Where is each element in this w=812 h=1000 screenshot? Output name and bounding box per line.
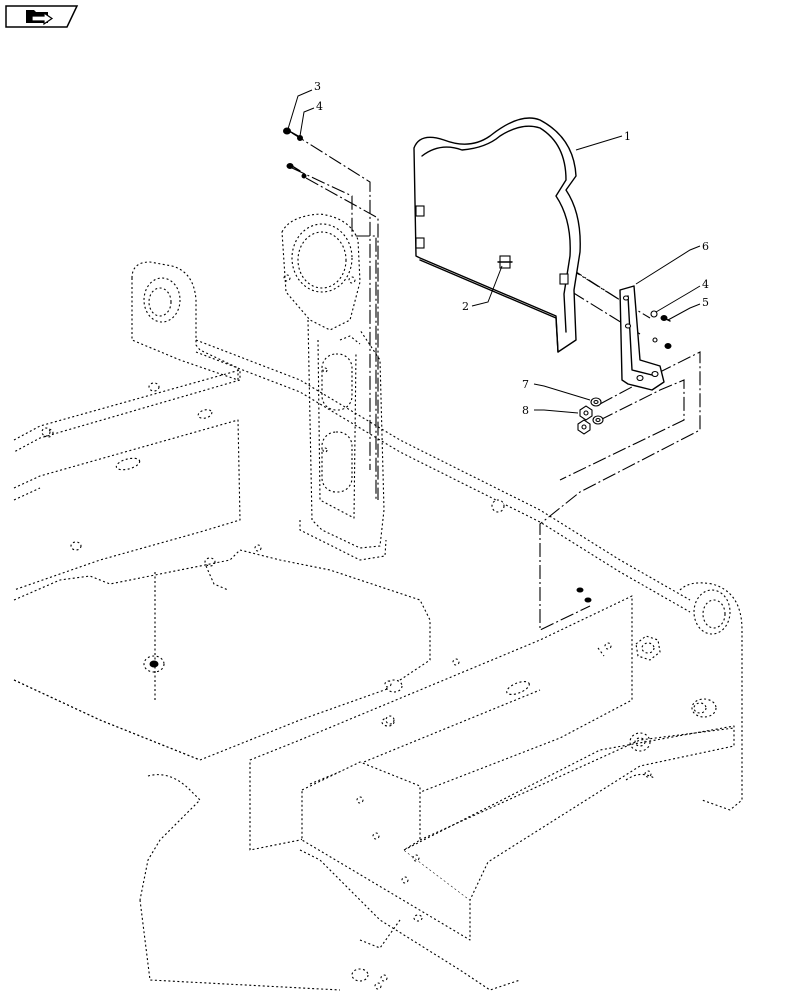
callout-6: 6 — [702, 240, 709, 253]
callout-4-right: 4 — [702, 278, 709, 291]
part-6-bracket — [619, 285, 665, 391]
assembly-centerlines — [291, 132, 701, 631]
part-1-shield — [413, 117, 581, 353]
washer-4-right — [650, 310, 658, 318]
nut-8-upper — [579, 405, 593, 421]
callout-3: 3 — [314, 80, 321, 93]
part-2-clip-nut — [497, 255, 513, 269]
bolt-5-lower — [652, 337, 672, 349]
callout-8: 8 — [522, 404, 529, 417]
washer-7-upper — [590, 397, 602, 407]
shield-clip-right — [559, 273, 569, 285]
folder-arrow-icon — [26, 10, 54, 26]
bolt-3-top — [283, 127, 299, 137]
washer-4-top — [297, 135, 303, 141]
callout-1: 1 — [624, 130, 631, 143]
shield-clip-upper — [415, 205, 425, 217]
leader-lines — [287, 89, 701, 414]
nut-8-lower — [577, 419, 591, 435]
bolt-5-right — [660, 315, 671, 322]
nav-button[interactable] — [5, 5, 79, 28]
bolt-3-second — [286, 163, 307, 179]
callout-labels: 1 2 3 4 4 5 6 7 8 — [314, 80, 709, 417]
loader-frame — [13, 213, 743, 991]
callout-5: 5 — [702, 296, 709, 309]
callout-2: 2 — [462, 300, 469, 313]
callout-4-top: 4 — [316, 100, 323, 113]
hardware — [283, 127, 672, 435]
washer-7-lower — [592, 415, 604, 425]
frame-nut — [635, 635, 661, 661]
callout-7: 7 — [522, 378, 529, 391]
shield-clip-lower — [415, 237, 425, 249]
